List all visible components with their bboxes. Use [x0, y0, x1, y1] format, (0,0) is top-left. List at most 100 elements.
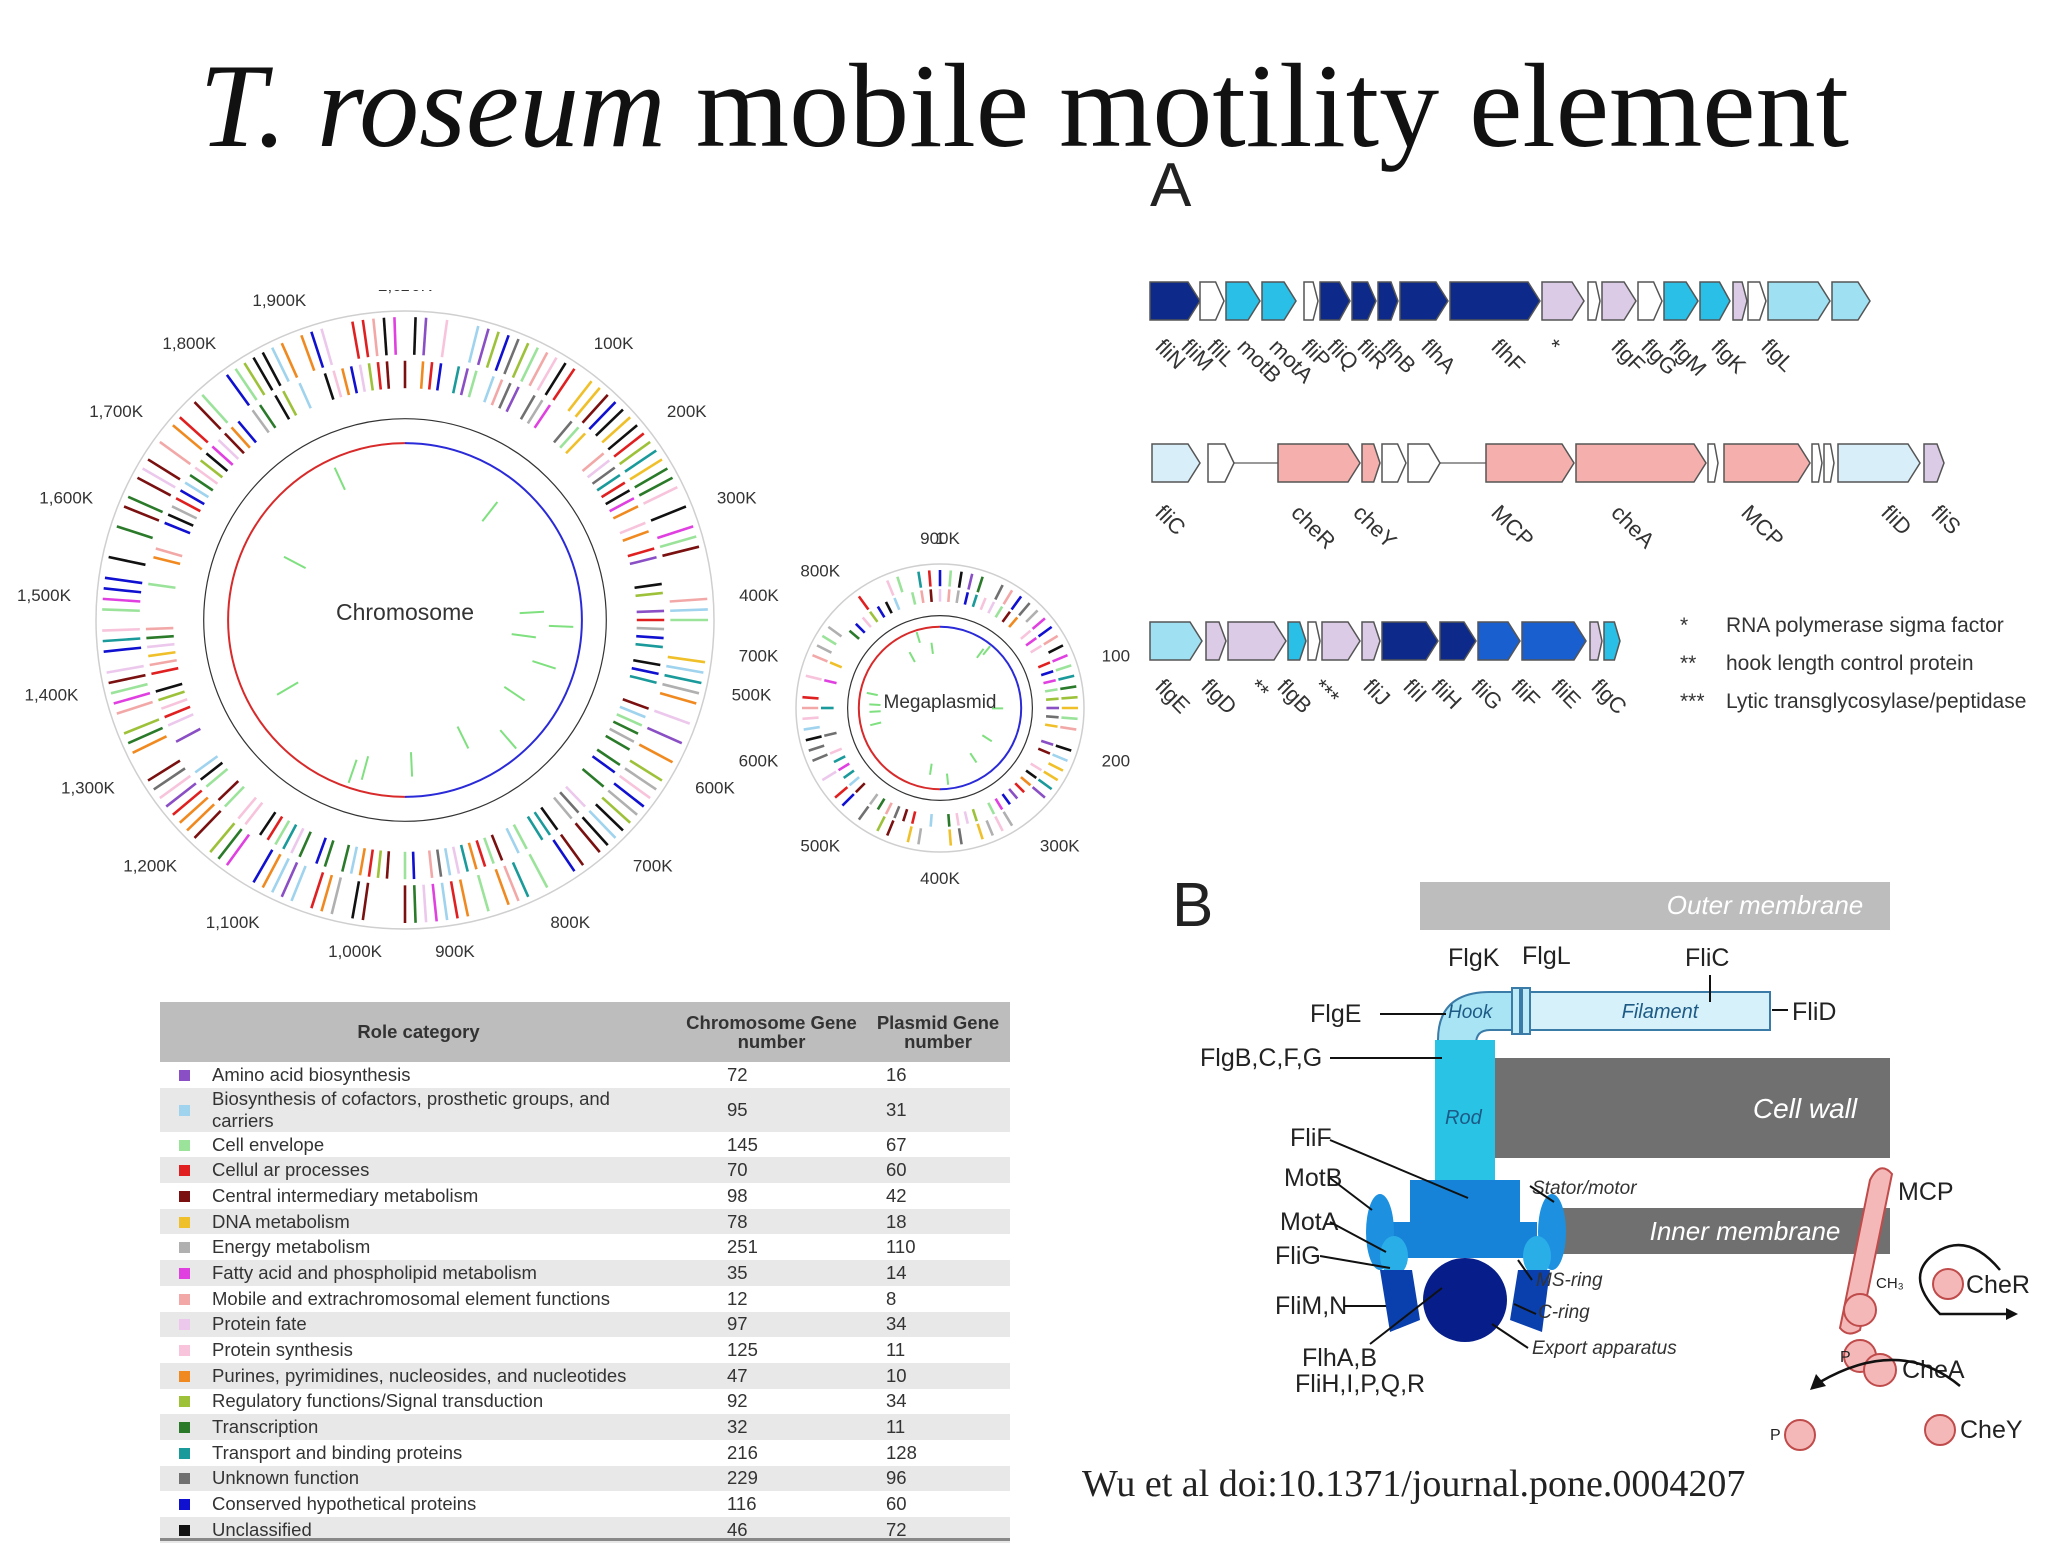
gene-tick [632, 668, 659, 674]
gene-tick [822, 636, 836, 644]
motb-leader [1330, 1178, 1372, 1210]
footnote-3: ***Lytic transglycosylase/peptidase [1680, 690, 2026, 714]
gene-label: fliG [1466, 674, 1507, 715]
footnote-text: hook length control protein [1726, 652, 1974, 675]
gene-tick [662, 684, 699, 693]
gene-tick [369, 363, 373, 390]
ms-ring-label: MS-ring [1536, 1270, 1603, 1291]
gene-tick [105, 578, 142, 583]
gene-tick [830, 749, 842, 754]
role-category: Amino acid biosynthesis [208, 1062, 677, 1088]
plasmid-count: 11 [866, 1414, 1010, 1440]
gene-arrow [1576, 444, 1706, 482]
gene-tick [387, 851, 389, 878]
gene-arrow [1208, 444, 1234, 482]
gene-tick [451, 881, 458, 918]
gene-tick [453, 366, 459, 393]
flagellum-diagram: Outer membrane Cell wall Inner membrane … [1180, 860, 2040, 1460]
gene-tick [576, 823, 600, 852]
gene-arrow [1382, 444, 1406, 482]
role-category: Transport and binding proteins [208, 1440, 677, 1466]
gene-tick [1041, 671, 1053, 675]
rna-mark [411, 752, 412, 776]
chromosome-count: 98 [677, 1183, 866, 1209]
gene-label: fliC [1150, 500, 1190, 540]
gene-tick [146, 636, 173, 638]
gene-tick [1026, 638, 1036, 645]
gene-tick [887, 821, 893, 836]
gene-tick [311, 872, 323, 908]
gene-tick [453, 847, 459, 874]
gene-tick [160, 776, 190, 798]
gene-arrow [1812, 444, 1822, 482]
role-category: Regulatory functions/Signal transduction [208, 1389, 677, 1415]
gene-tick [161, 699, 187, 708]
gene-tick [1046, 716, 1059, 717]
rna-mark [910, 652, 915, 662]
title-species: T. roseum [199, 39, 666, 172]
gene-arrow [1604, 622, 1620, 660]
gene-tick [887, 581, 893, 596]
gene-arrow [1824, 444, 1834, 482]
rna-mark [362, 756, 368, 780]
gene-label: flgL [1756, 334, 1799, 377]
gene-tick [651, 506, 686, 520]
gene-tick [630, 761, 662, 781]
rna-mark [867, 693, 878, 695]
gene-tick [1004, 812, 1012, 826]
gene-tick [429, 362, 432, 389]
role-category: Unknown function [208, 1466, 677, 1492]
gene-tick [988, 803, 994, 814]
rna-mark [870, 723, 881, 726]
gene-tick [165, 707, 190, 717]
gene-arrow [1320, 282, 1350, 320]
gene-tick [1021, 631, 1031, 639]
gene-arrow [1152, 444, 1200, 482]
gene-tick [363, 883, 368, 920]
gene-tick [921, 590, 923, 602]
gene-tick [878, 799, 885, 810]
gene-tick [487, 332, 499, 368]
gene-label: cheA [1606, 500, 1659, 553]
label-flid: FliD [1792, 998, 1836, 1026]
plasmid-count: 128 [866, 1440, 1010, 1466]
label-flimn: FliM,N [1275, 1292, 1347, 1320]
gene-tick [1045, 725, 1057, 727]
gene-tick [822, 772, 836, 780]
gene-tick [614, 783, 644, 806]
table-header-row: Role category Chromosome Gene number Pla… [160, 1002, 1010, 1062]
gene-tick [202, 395, 227, 423]
gene-tick [433, 884, 437, 921]
gene-tick [173, 791, 202, 815]
gene-tick [1060, 727, 1076, 730]
gene-tick [842, 794, 853, 805]
gene-arrow [1304, 282, 1318, 320]
gene-tick [148, 652, 175, 656]
role-category: Transcription [208, 1414, 677, 1440]
gene-tick [1053, 655, 1068, 661]
gene-tick [561, 835, 583, 865]
gene-tick [608, 791, 637, 815]
gene-tick [608, 425, 637, 449]
plasmid-count: 110 [866, 1234, 1010, 1260]
chey-arrowhead [1810, 1374, 1826, 1390]
gene-tick [478, 329, 488, 365]
gene-tick [628, 549, 654, 557]
gene-tick [630, 459, 662, 479]
gene-tick [1056, 665, 1071, 670]
genome-tick-label: 1,900K [252, 291, 307, 310]
gene-tick [973, 595, 977, 607]
gene-label: MCP [1486, 500, 1538, 552]
gene-tick [623, 699, 649, 708]
gene-tick [378, 362, 381, 389]
gene-arrow [1768, 282, 1830, 320]
gene-tick [147, 644, 174, 647]
gene-label: ** [1244, 674, 1274, 704]
genome-tick-label: 1,200K [123, 857, 178, 876]
gene-tick [886, 803, 892, 814]
gene-tick [633, 660, 660, 665]
gene-tick [978, 824, 983, 839]
gene-tick [429, 851, 432, 878]
gene-tick [886, 602, 892, 613]
